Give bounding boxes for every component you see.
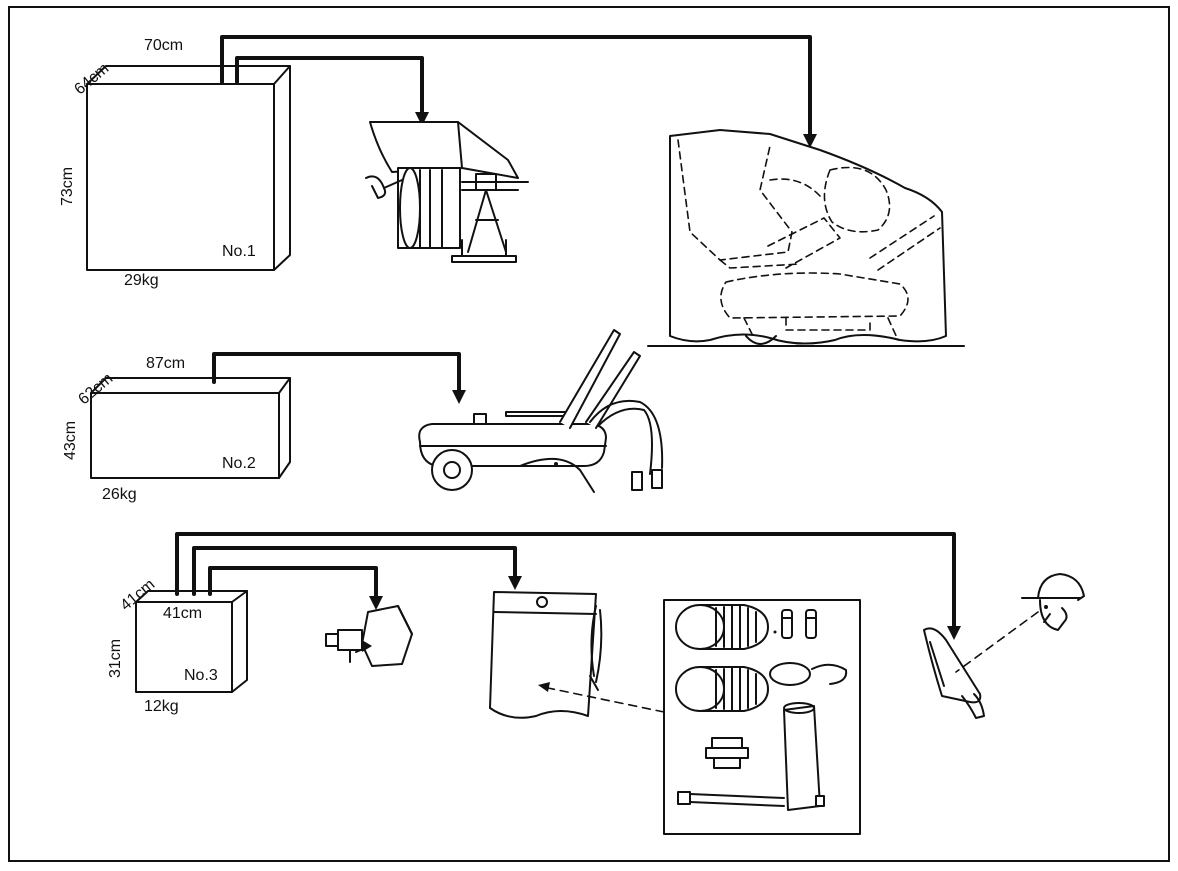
filter-cartridge-1 (675, 604, 769, 650)
box1-weight-label: 29kg (124, 272, 159, 289)
pneumatic-part-illustration (325, 605, 413, 667)
covered-tire-changer-illustration (647, 129, 965, 347)
box1-id-label: No.1 (222, 243, 256, 260)
arrow-box3-to-accessory-bag (192, 546, 517, 596)
box-no3 (135, 590, 248, 693)
o-rings (769, 662, 848, 686)
arrow-box1-to-wheel-balancer (235, 56, 424, 120)
arrow-box2-to-compressor (212, 352, 461, 398)
box2-width-label: 87cm (146, 355, 186, 372)
manual-reader-illustration (923, 573, 1085, 719)
box3-weight-label: 12kg (144, 698, 179, 715)
box2-id-label: No.2 (222, 455, 256, 472)
arrow-box1-to-cover (220, 35, 812, 142)
box-no1 (86, 65, 291, 271)
t-wrench-tool (677, 702, 825, 811)
box3-id-label: No.3 (184, 667, 218, 684)
wheel-balancer-illustration (365, 121, 529, 263)
arrow-box3-to-manual (175, 532, 956, 634)
diagram-frame (8, 6, 1170, 862)
small-pins (773, 609, 817, 639)
accessory-bag-illustration (489, 591, 603, 719)
box2-weight-label: 26kg (102, 486, 137, 503)
box2-height-label: 43cm (62, 420, 79, 460)
valve-fitting (705, 737, 749, 769)
box1-height-label: 73cm (59, 166, 76, 206)
box3-width-label: 41cm (163, 605, 203, 622)
dashed-sightline (955, 611, 1039, 673)
accessory-kit-panel (663, 599, 861, 835)
box-no2 (90, 377, 291, 479)
box3-height-label: 31cm (107, 638, 124, 678)
filter-cartridge-2 (675, 666, 769, 712)
compressor-cart-illustration (418, 329, 664, 493)
box1-width-label: 70cm (144, 37, 184, 54)
arrow-box3-to-bead-breaker (208, 566, 378, 604)
dashed-leader-to-bag (547, 687, 665, 713)
